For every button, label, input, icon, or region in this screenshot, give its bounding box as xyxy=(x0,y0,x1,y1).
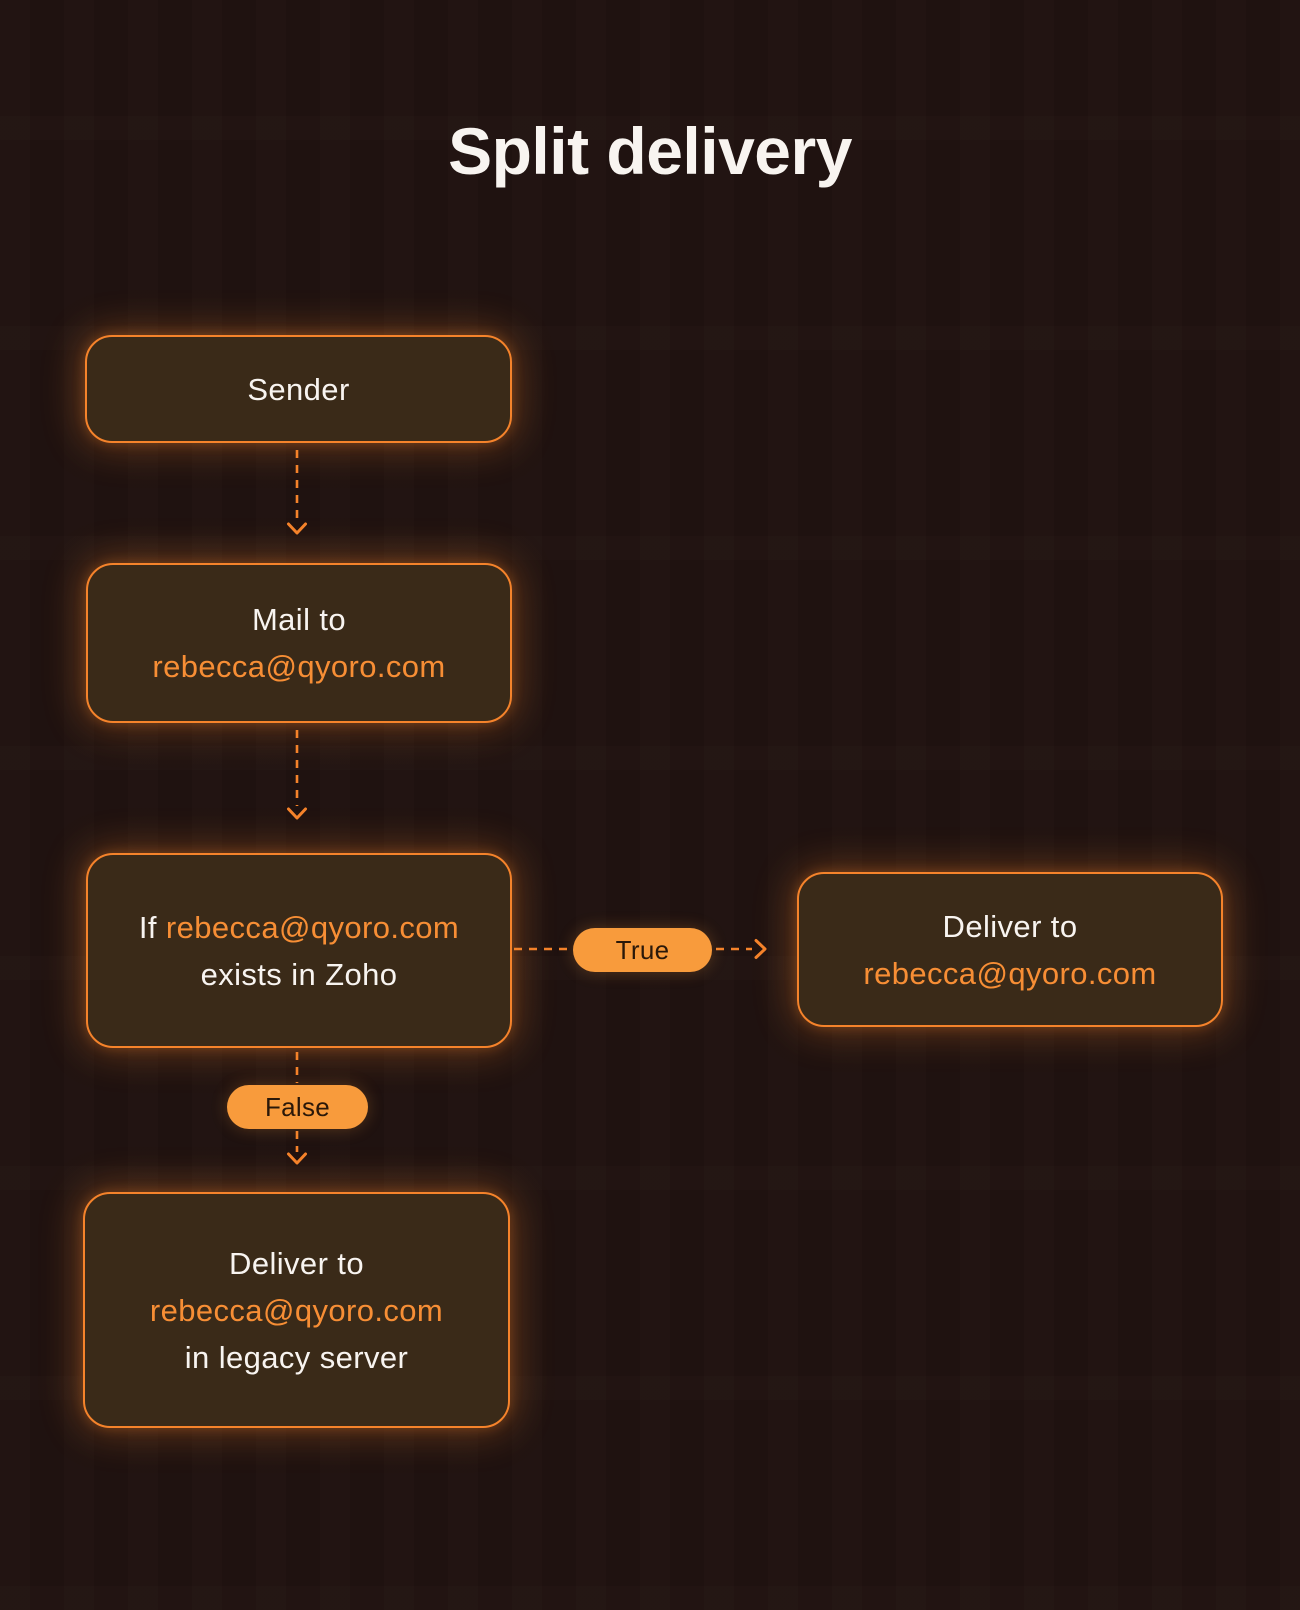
node-condition-exists-in-zoho: If rebecca@qyoro.com exists in Zoho xyxy=(86,853,512,1048)
arrow-condition-true xyxy=(514,939,767,959)
edge-label-true-text: True xyxy=(615,934,670,965)
node-deliver-false-line3: in legacy server xyxy=(184,1339,409,1375)
node-deliver-to-legacy-server: Deliver to rebecca@qyoro.com in legacy s… xyxy=(83,1192,510,1428)
node-mail-email: rebecca@qyoro.com xyxy=(152,649,446,684)
edge-label-true: True xyxy=(573,928,712,972)
node-mail-to: Mail to rebecca@qyoro.com xyxy=(86,563,512,723)
node-deliver-false-line1: Deliver to xyxy=(229,1245,364,1281)
node-deliver-true-email: rebecca@qyoro.com xyxy=(863,955,1157,991)
arrow-sender-to-mail xyxy=(287,450,307,535)
arrow-condition-false xyxy=(287,1052,307,1165)
arrow-mail-to-condition xyxy=(287,730,307,820)
node-condition-prefix: If xyxy=(138,909,157,945)
node-deliver-false-email: rebecca@qyoro.com xyxy=(149,1292,444,1328)
edge-label-false: False xyxy=(227,1085,368,1129)
node-condition-line1: If rebecca@qyoro.com xyxy=(139,904,459,951)
node-mail-line1: Mail to xyxy=(251,602,347,637)
node-condition-email: rebecca@qyoro.com xyxy=(165,909,460,945)
node-deliver-to-zoho: Deliver to rebecca@qyoro.com xyxy=(797,872,1223,1027)
page-title: Split delivery xyxy=(448,114,852,188)
node-condition-line2: exists in Zoho xyxy=(200,956,398,992)
node-sender: Sender xyxy=(85,335,512,443)
node-deliver-true-line1: Deliver to xyxy=(942,908,1078,944)
edge-label-false-text: False xyxy=(264,1091,331,1122)
node-sender-label: Sender xyxy=(247,371,350,407)
